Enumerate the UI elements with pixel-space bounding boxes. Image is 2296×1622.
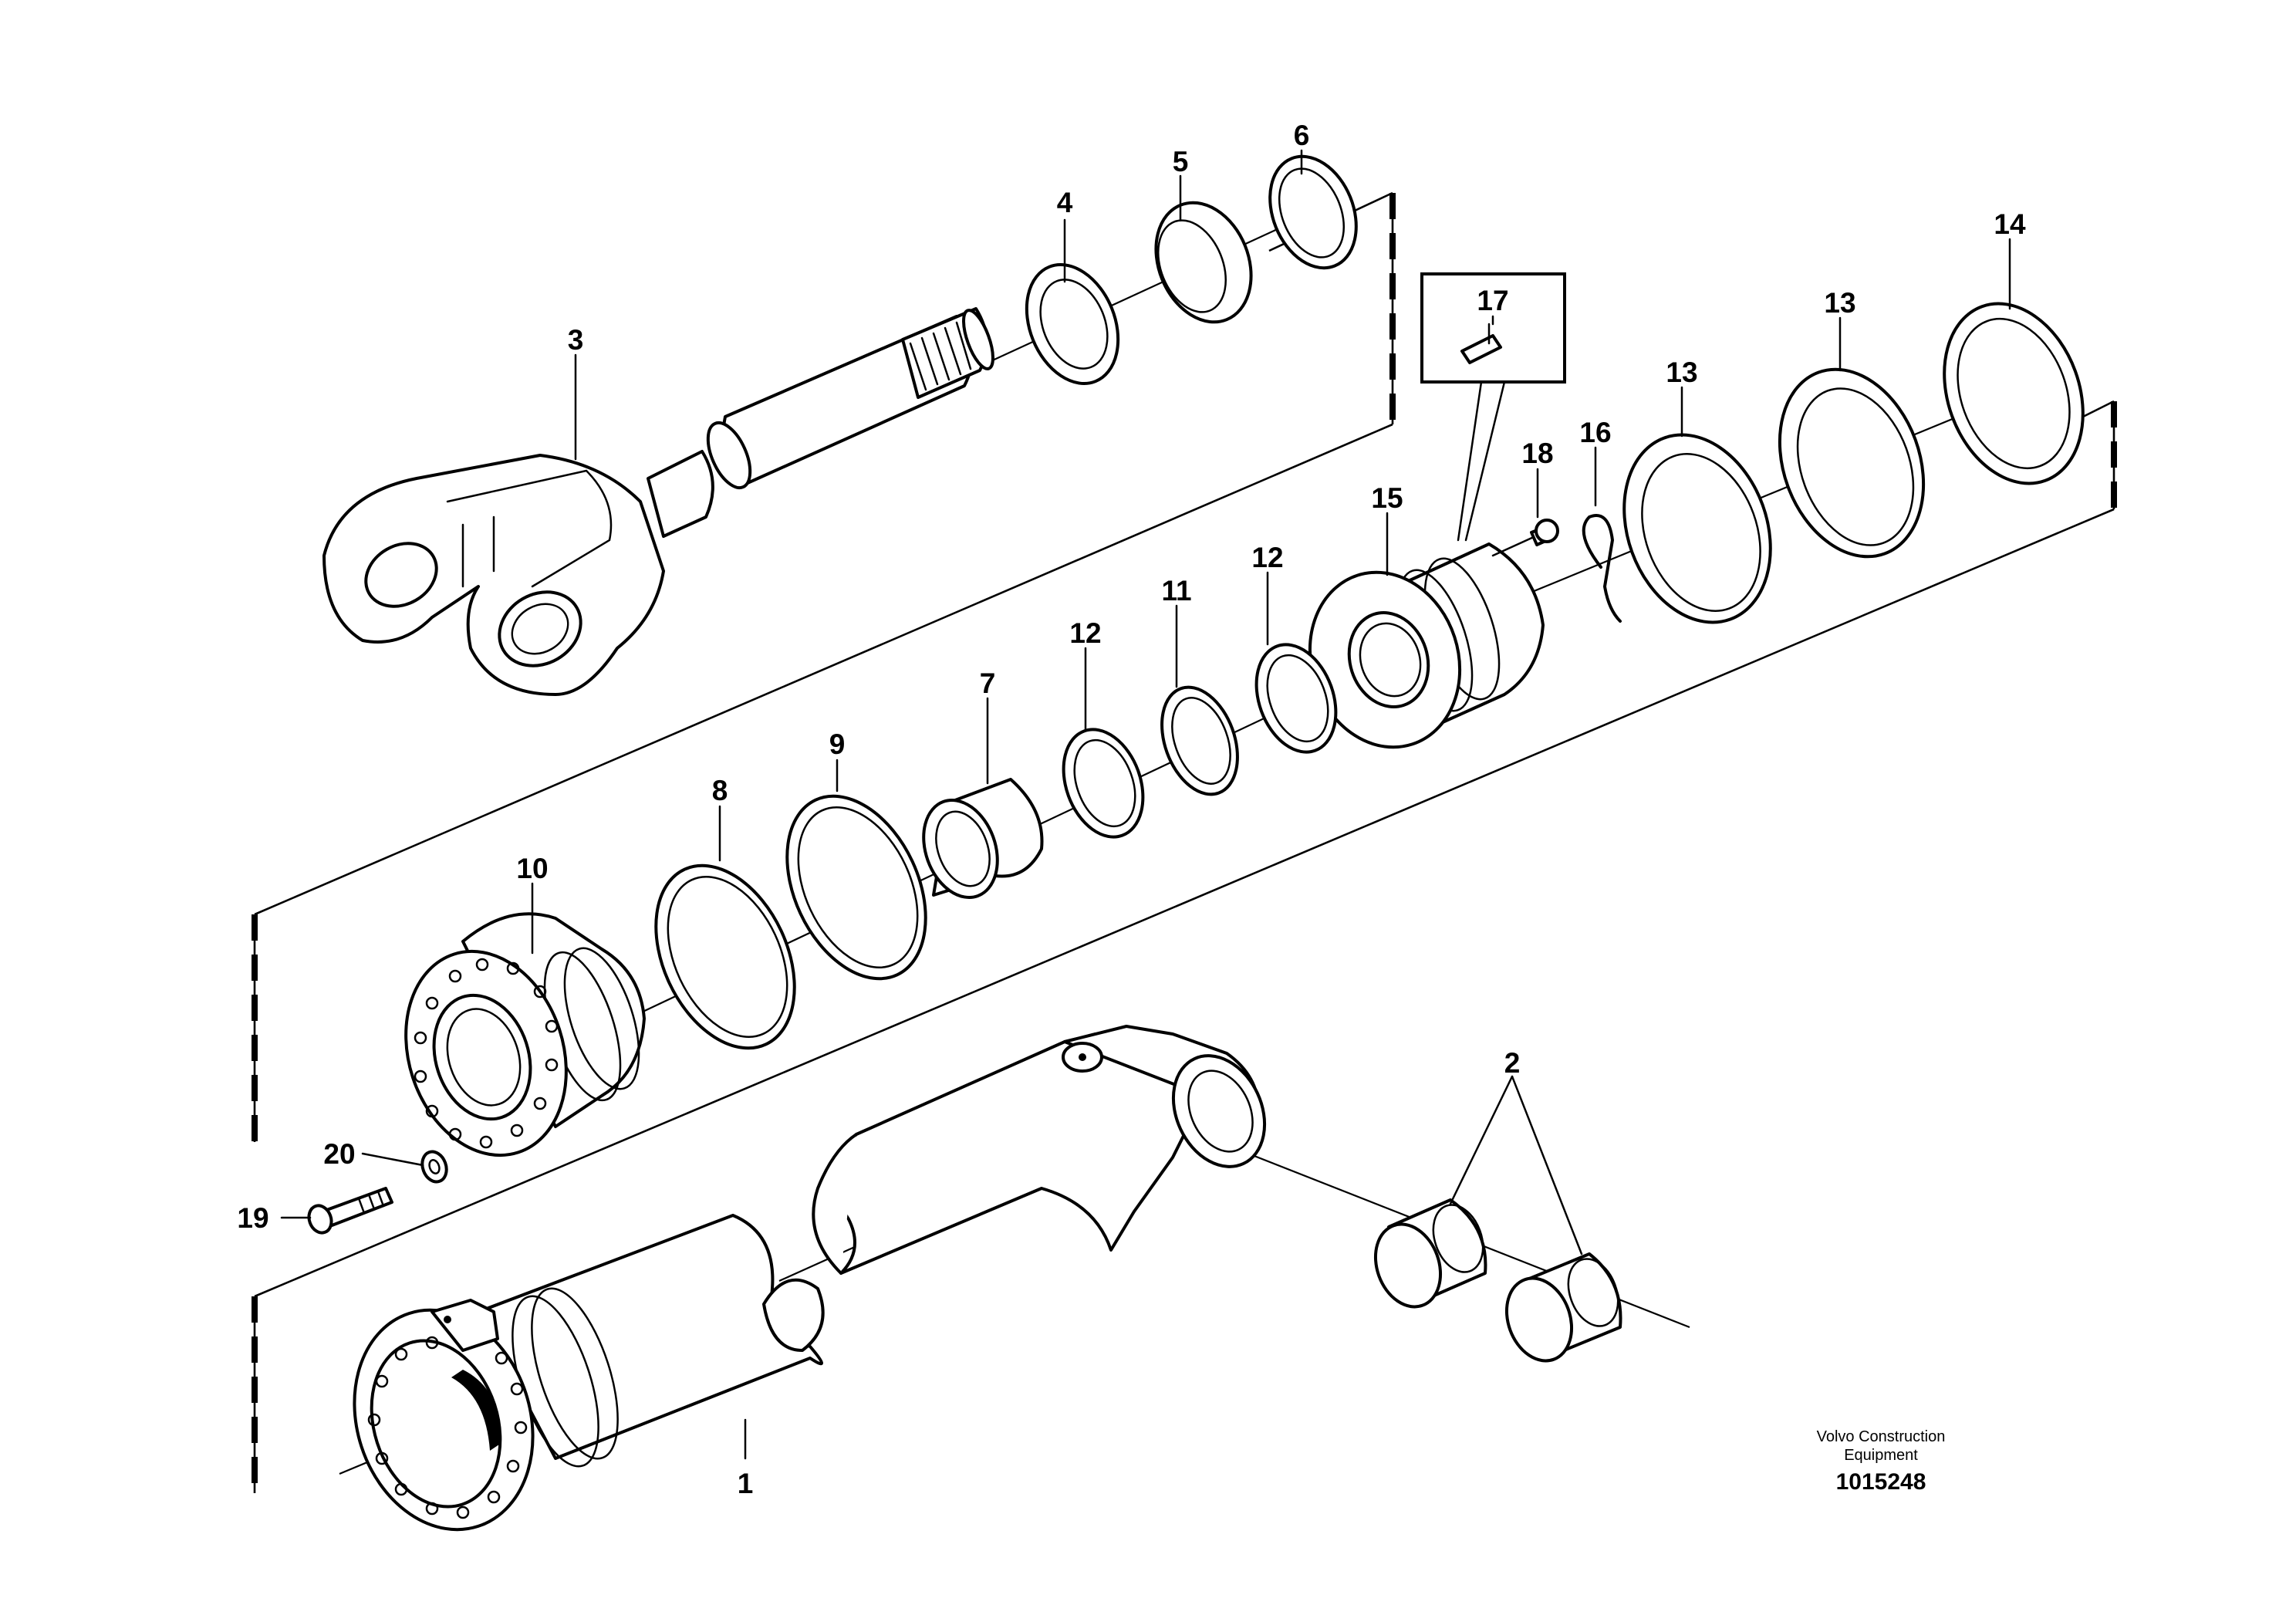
credit-line-1: Volvo Construction [1817,1428,1946,1445]
callout-7: 7 [980,667,996,699]
callout-18: 18 [1521,438,1553,469]
callout-3: 3 [568,324,584,356]
seal-part-4 [1025,263,1120,385]
callout-20: 20 [323,1138,355,1170]
callout-15: 15 [1371,482,1403,514]
callout-6: 6 [1294,120,1310,151]
callout-5: 5 [1173,146,1189,177]
lock-wire-part-16 [1582,514,1622,623]
bushing-part-7 [922,778,1044,899]
seal-ring-part-14 [1943,302,2085,485]
callout-14: 14 [1994,208,2026,240]
callout-2: 2 [1504,1047,1521,1079]
cylinder-tube-part-1 [353,1025,1267,1532]
callout-16: 16 [1579,417,1611,448]
wiper-part-5 [1154,201,1253,324]
leader-lines [280,149,2011,1460]
callout-9: 9 [829,728,846,760]
bushing-part-2-a [1373,1198,1487,1309]
callout-13-b: 13 [1824,287,1855,319]
callout-10: 10 [516,853,548,884]
screw-part-19 [307,1187,393,1235]
ring-part-8 [654,863,796,1050]
ring-part-9 [785,794,927,981]
washer-part-20 [420,1150,448,1184]
callout-12-a: 12 [1069,617,1101,649]
rod-eye-part-3 [322,307,994,696]
ring-part-6 [1268,154,1358,270]
guide-ring-part-13-b [1778,367,1926,559]
callout-19: 19 [237,1202,268,1234]
piston-part-15 [1308,542,1545,749]
cylinder-head-part-10 [404,912,646,1157]
ring-part-12-b [1254,643,1338,754]
credit-line-2: Equipment [1844,1447,1918,1464]
bushing-part-2-b [1504,1252,1622,1363]
callout-11: 11 [1161,575,1191,607]
callout-17: 17 [1477,285,1508,316]
callout-12-b: 12 [1251,542,1283,573]
callout-1: 1 [738,1468,754,1499]
document-number: 1015248 [1836,1469,1926,1495]
callout-8: 8 [712,775,728,806]
middle-group-frame [252,400,2117,1493]
screw-part-18 [1491,519,1559,557]
callout-4: 4 [1057,187,1073,218]
part-callouts: 1 2 3 4 5 6 7 8 9 10 11 12 12 13 13 14 1… [237,120,2026,1499]
callout-13-a: 13 [1666,357,1697,388]
publisher-credit: Volvo Construction Equipment 1015248 [1817,1428,1946,1495]
detail-box-part-17 [1420,272,1566,542]
ring-part-11 [1160,685,1239,796]
ring-part-12-a [1062,728,1145,839]
guide-ring-part-13-a [1622,433,1772,624]
